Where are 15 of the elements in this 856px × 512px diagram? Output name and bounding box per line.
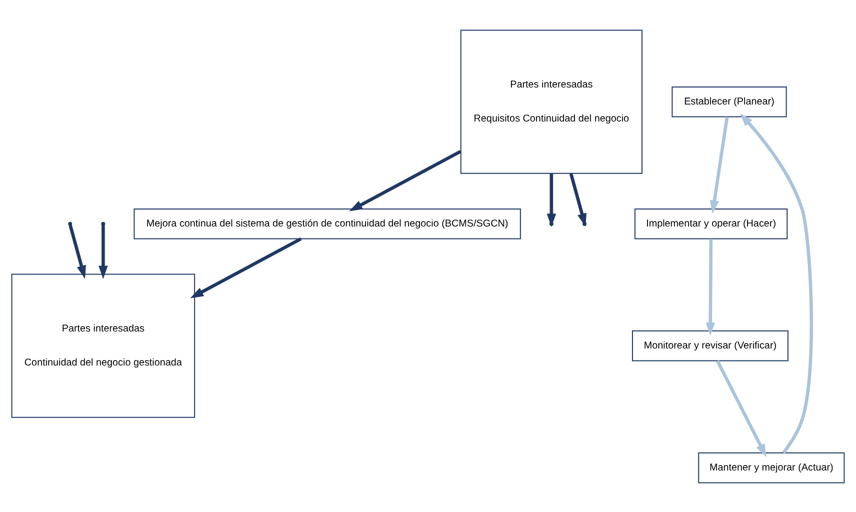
node-box: Monitorear y revisar (Verificar) <box>632 330 788 361</box>
arrow <box>98 224 108 278</box>
arrow <box>716 360 766 457</box>
node-box: Mejora continua del sistema de gestión de continuidad del negocio (BCMS/SGCN) <box>134 208 521 239</box>
arrow <box>68 224 86 278</box>
arrow <box>349 149 462 211</box>
node-box: Implementar y operar (Hacer) <box>634 208 788 239</box>
node-box: Establecer (Planear) <box>672 86 787 117</box>
arrow <box>710 116 729 214</box>
node-box: Partes interesadas Continuidad del negocio gestionada <box>11 273 196 418</box>
arrow <box>706 238 716 336</box>
node-box: Partes interesadas Requisitos Continuidad del negocio <box>460 29 642 174</box>
node-box: Mantener y mejorar (Actuar) <box>698 452 845 483</box>
arrow <box>740 112 814 454</box>
arrow <box>190 236 302 298</box>
